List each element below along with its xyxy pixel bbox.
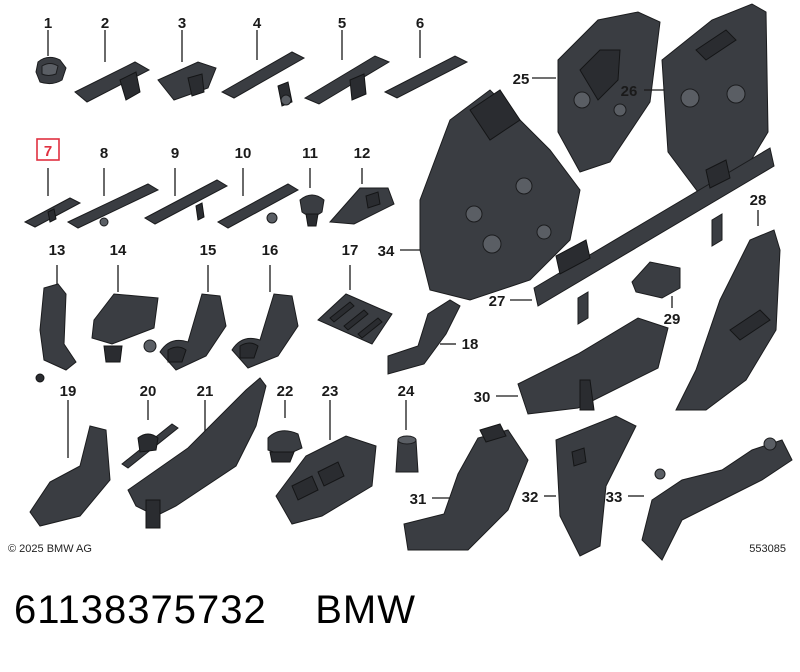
part-28[interactable] <box>675 210 781 411</box>
callout-12: 12 <box>354 145 371 162</box>
callout-22: 22 <box>277 383 294 400</box>
part-caption: 61138375732 BMW <box>14 588 416 633</box>
callout-30: 30 <box>474 389 491 406</box>
part-19[interactable] <box>29 400 111 527</box>
part-20[interactable] <box>121 400 179 469</box>
part-8[interactable] <box>66 168 160 229</box>
part-10[interactable] <box>216 168 300 229</box>
callout-23: 23 <box>322 383 339 400</box>
part-17[interactable] <box>317 265 393 345</box>
copyright: © 2025 BMW AG <box>8 543 92 555</box>
part-23[interactable] <box>275 400 377 525</box>
part-25[interactable] <box>532 11 661 173</box>
part-32[interactable] <box>544 415 637 557</box>
part-1[interactable] <box>35 30 67 85</box>
callout-10: 10 <box>235 145 252 162</box>
part-11[interactable] <box>299 168 325 227</box>
part-29[interactable] <box>631 261 681 308</box>
part-14[interactable] <box>91 265 159 363</box>
callout-32: 32 <box>522 489 539 506</box>
callout-14: 14 <box>110 242 127 259</box>
callout-5: 5 <box>338 15 346 32</box>
brand: BMW <box>315 588 416 632</box>
callout-21: 21 <box>197 383 214 400</box>
callout-20: 20 <box>140 383 157 400</box>
callout-9: 9 <box>171 145 179 162</box>
callout-27: 27 <box>489 293 506 310</box>
part-21[interactable] <box>127 377 267 529</box>
part-7[interactable] <box>23 138 82 228</box>
part-24[interactable] <box>395 400 419 473</box>
callout-29: 29 <box>664 311 681 328</box>
callout-4: 4 <box>253 15 262 32</box>
callout-17: 17 <box>342 242 359 259</box>
callout-labels: 1 2 3 4 5 6 7 8 9 10 11 12 13 14 15 16 1… <box>44 15 767 508</box>
part-3[interactable] <box>157 30 217 101</box>
callout-7: 7 <box>44 143 52 160</box>
part-12[interactable] <box>328 168 395 225</box>
callout-28: 28 <box>750 192 767 209</box>
part-18[interactable] <box>387 299 461 375</box>
part-4[interactable] <box>220 30 306 107</box>
callout-24: 24 <box>398 383 415 400</box>
part-6[interactable] <box>383 30 469 99</box>
callout-8: 8 <box>100 145 108 162</box>
part-16[interactable] <box>231 265 299 369</box>
part-9[interactable] <box>143 168 229 225</box>
part-30[interactable] <box>496 317 669 415</box>
callout-16: 16 <box>262 242 279 259</box>
part-34[interactable] <box>400 89 581 301</box>
callout-6: 6 <box>416 15 424 32</box>
part-5[interactable] <box>303 30 391 105</box>
callout-33: 33 <box>606 489 623 506</box>
callout-26: 26 <box>621 83 638 100</box>
callout-2: 2 <box>101 15 109 32</box>
callout-25: 25 <box>513 71 530 88</box>
callout-3: 3 <box>178 15 186 32</box>
part-26[interactable] <box>644 3 769 193</box>
part-33[interactable] <box>628 437 793 561</box>
highlight-box <box>36 138 60 161</box>
part-13[interactable] <box>35 265 77 383</box>
parts-diagram: 1 2 3 4 5 6 7 8 9 10 11 12 13 14 15 16 1… <box>23 3 793 561</box>
illustration-id: 553085 <box>749 543 786 555</box>
callout-19: 19 <box>60 383 77 400</box>
callout-31: 31 <box>410 491 427 508</box>
callout-1: 1 <box>44 15 52 32</box>
callout-13: 13 <box>49 242 66 259</box>
part-number: 61138375732 <box>14 588 267 632</box>
part-31[interactable] <box>403 423 529 551</box>
part-2[interactable] <box>74 30 151 103</box>
callout-15: 15 <box>200 242 217 259</box>
callout-11: 11 <box>302 145 318 162</box>
part-22[interactable] <box>267 400 303 463</box>
callout-18: 18 <box>462 336 479 353</box>
caption-gap <box>267 588 315 632</box>
part-15[interactable] <box>159 265 227 371</box>
callout-34: 34 <box>378 243 395 260</box>
part-27[interactable] <box>510 147 775 325</box>
